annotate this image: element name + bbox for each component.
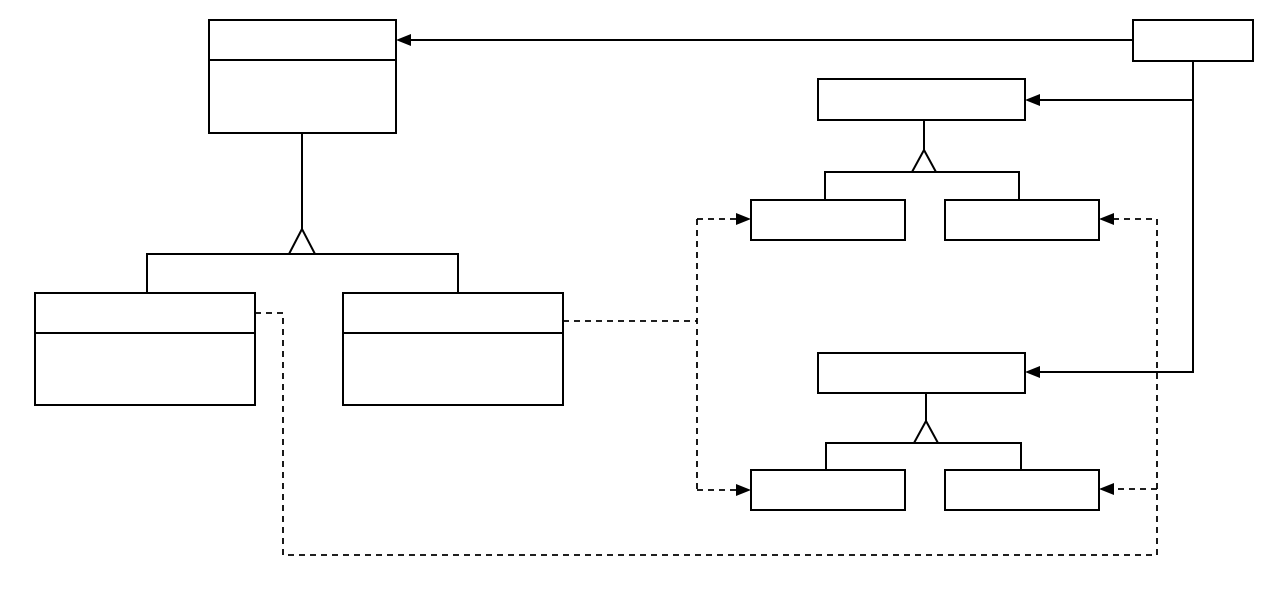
class-abstract-a [208, 19, 397, 134]
class-concrete-b1 [750, 199, 906, 241]
association-client-to-abstract-b-and-c [1025, 61, 1194, 378]
association-client-to-abstract-a [396, 34, 1133, 46]
class-concrete-c2 [944, 469, 1100, 511]
inheritance-a [146, 133, 459, 293]
class-abstract-c [817, 352, 1026, 394]
class-concrete-c1 [750, 469, 906, 511]
arrowhead-dep-c2 [1099, 483, 1114, 495]
class-client [1132, 19, 1254, 62]
class-abstract-b [817, 78, 1026, 121]
dependency-a2-to-b1-c1 [563, 213, 751, 496]
inheritance-triangle-b [910, 147, 938, 173]
arrowhead-dep-b1 [736, 213, 751, 225]
arrowhead-client-b [1025, 94, 1040, 106]
class-concrete-a2 [342, 292, 564, 406]
inheritance-b [824, 120, 1020, 200]
dependency-a1-to-b2-c2 [255, 213, 1158, 556]
inheritance-triangle-a [287, 226, 317, 255]
class-concrete-b2 [944, 199, 1100, 241]
class-concrete-a1 [34, 292, 256, 406]
inheritance-c [825, 393, 1022, 470]
arrowhead-client-c [1025, 366, 1040, 378]
arrowhead-dep-b2 [1099, 213, 1114, 225]
inheritance-triangle-c [912, 418, 940, 444]
arrowhead-dep-c1 [736, 484, 751, 496]
arrowhead-client-a [396, 34, 411, 46]
